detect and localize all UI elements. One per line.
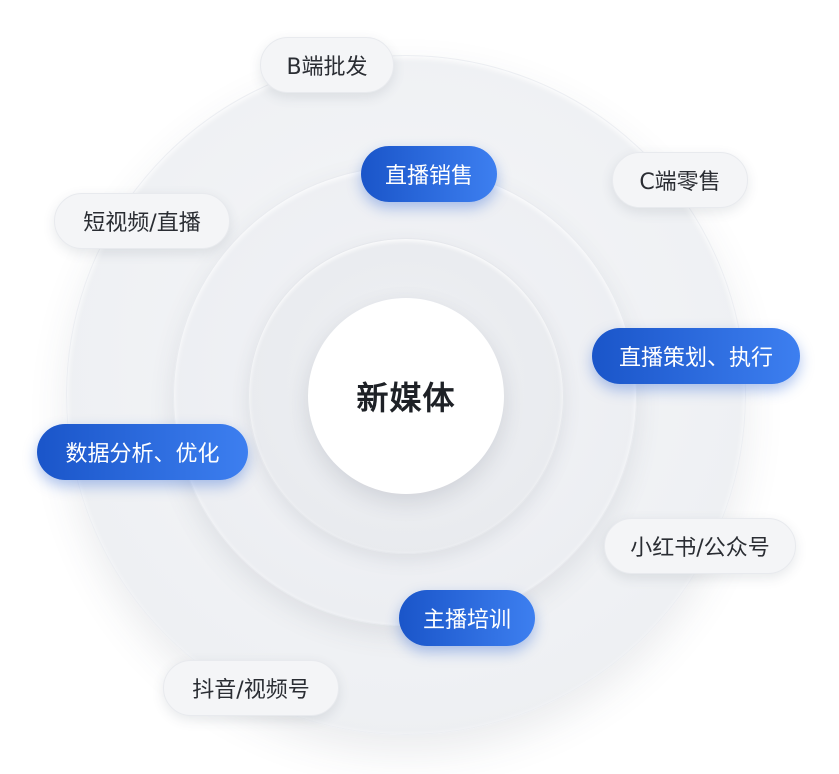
pill-label: C端零售	[639, 170, 721, 195]
pill-label: B端批发	[286, 55, 368, 80]
center-circle: 新媒体	[308, 298, 504, 494]
pill-xiaohongshu-official-account[interactable]: 小红书/公众号	[604, 518, 796, 574]
pill-label: 直播策划、执行	[618, 346, 773, 371]
pill-b2b-wholesale[interactable]: B端批发	[260, 37, 394, 93]
pill-data-analysis-optimization[interactable]: 数据分析、优化	[37, 424, 248, 480]
pill-label: 主播培训	[422, 608, 511, 633]
pill-douyin-channels[interactable]: 抖音/视频号	[163, 660, 339, 716]
pill-short-video-live[interactable]: 短视频/直播	[54, 193, 230, 249]
pill-label: 数据分析、优化	[65, 442, 220, 467]
pill-label: 直播销售	[384, 164, 473, 189]
pill-live-sales[interactable]: 直播销售	[361, 146, 497, 202]
pill-anchor-training[interactable]: 主播培训	[399, 590, 535, 646]
pill-live-planning-execution[interactable]: 直播策划、执行	[592, 328, 800, 384]
pill-label: 小红书/公众号	[630, 536, 770, 561]
pill-label: 短视频/直播	[83, 211, 201, 236]
pill-label: 抖音/视频号	[192, 678, 310, 703]
pill-c2c-retail[interactable]: C端零售	[612, 152, 748, 208]
center-label: 新媒体	[356, 379, 456, 417]
